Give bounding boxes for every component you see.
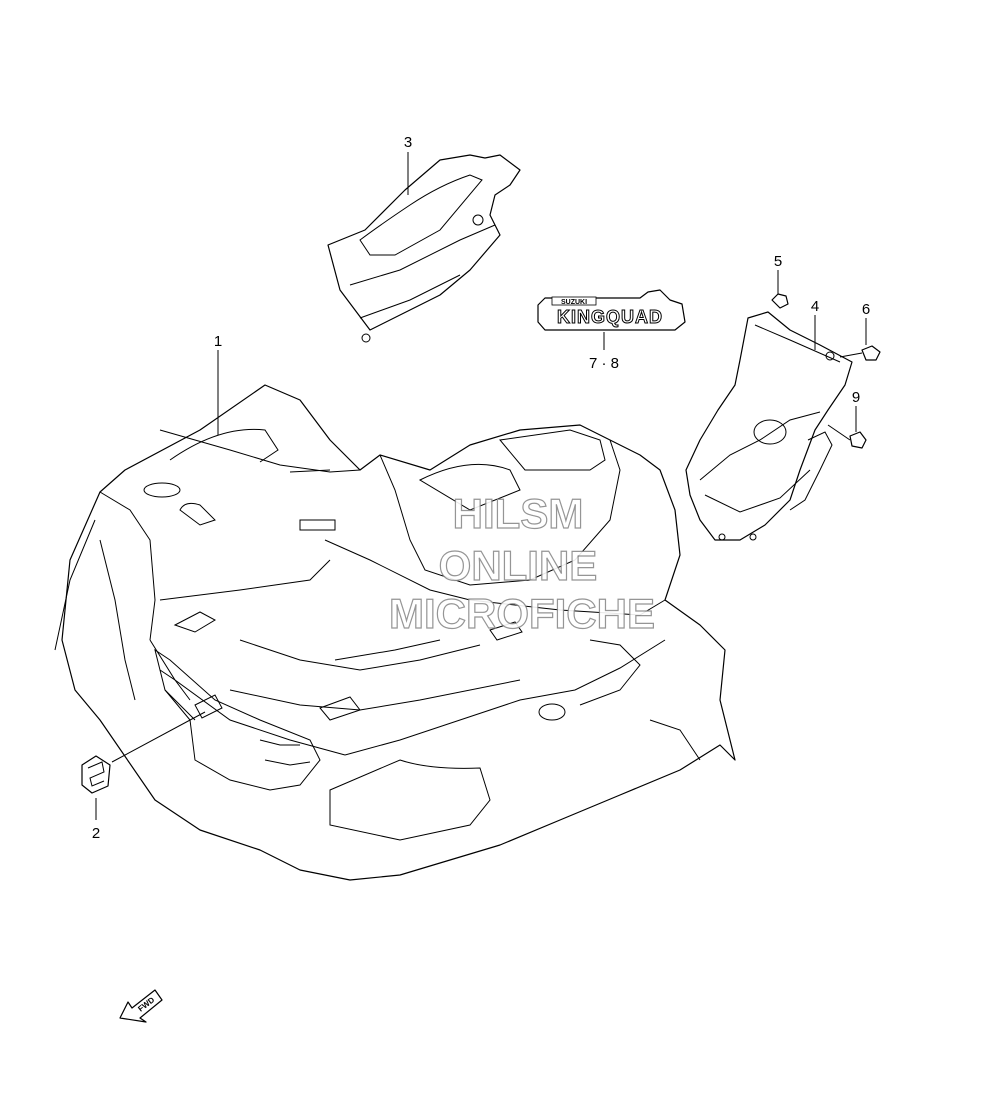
front-fender[interactable]: [54, 384, 736, 881]
fwd-arrow-icon: FWD: [119, 989, 163, 1023]
callout-5: 5: [774, 253, 782, 270]
watermark-line-2: ONLINE: [439, 542, 598, 589]
decal-model-text: KINGQUAD: [557, 307, 663, 327]
watermark: HILSM ONLINE MICROFICHE: [388, 489, 655, 637]
callout-1: 1: [214, 333, 222, 350]
screw-5[interactable]: [771, 270, 789, 309]
callout-3: 3: [404, 134, 412, 151]
side-panel-upper[interactable]: [327, 152, 521, 343]
kingquad-decal[interactable]: SUZUKI KINGQUAD: [537, 289, 686, 350]
callout-4: 4: [811, 298, 819, 315]
side-panel-right[interactable]: [685, 311, 853, 541]
callout-9: 9: [852, 389, 860, 406]
watermark-line-3: MICROFICHE: [389, 590, 655, 637]
emblem[interactable]: [81, 694, 223, 794]
watermark-line-1: HILSM: [453, 490, 584, 537]
bolt-9[interactable]: [827, 406, 867, 449]
decal-brand-text: SUZUKI: [561, 299, 587, 306]
callout-2: 2: [92, 825, 100, 842]
bolt-6[interactable]: [825, 318, 881, 361]
callout-7-8: 7 · 8: [589, 355, 619, 372]
callout-6: 6: [862, 301, 870, 318]
